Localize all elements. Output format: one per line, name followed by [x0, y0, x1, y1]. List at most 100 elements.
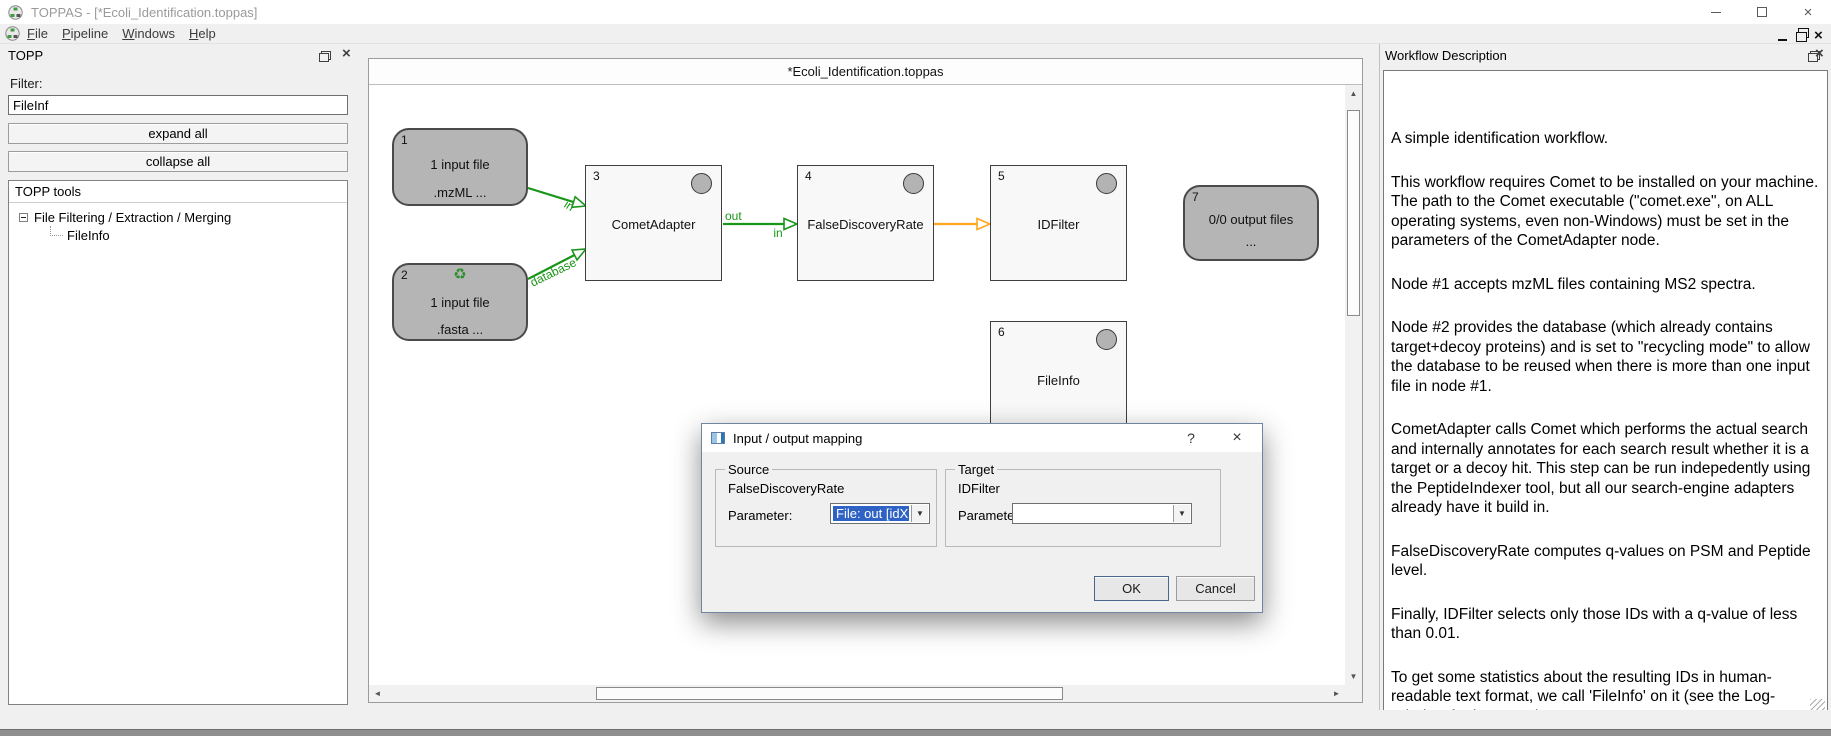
tree-child-label: FileInfo — [67, 227, 110, 243]
window-close-button[interactable]: × — [1785, 0, 1831, 24]
right-dock-divider[interactable] — [1379, 44, 1380, 717]
source-groupbox: Source FalseDiscoveryRate Parameter: Fil… — [715, 462, 937, 547]
menu-help[interactable]: Help — [188, 26, 216, 41]
source-parameter-value: File: out [idXML] — [833, 506, 909, 521]
canvas-vertical-scrollbar[interactable]: ▲ ▼ — [1345, 85, 1362, 685]
node-title: CometAdapter — [611, 217, 696, 232]
dialog-title: Input / output mapping — [733, 430, 863, 446]
window-minimize-button[interactable] — [1693, 0, 1739, 24]
vertical-scroll-thumb[interactable] — [1347, 110, 1360, 316]
horizontal-scroll-thumb[interactable] — [596, 687, 1063, 700]
mdi-minimize-button[interactable] — [1776, 28, 1791, 42]
dialog-help-button[interactable]: ? — [1187, 430, 1195, 446]
node-title: 1 input file — [430, 295, 490, 310]
node-number: 7 — [1192, 190, 1199, 204]
io-mapping-dialog: Input / output mapping ? × Source FalseD… — [701, 423, 1263, 613]
canvas-horizontal-scrollbar[interactable]: ◄ ► — [369, 685, 1345, 702]
mdi-restore-icon — [1795, 28, 1810, 42]
target-groupbox: Target IDFilter Parameter: ▼ — [945, 462, 1221, 547]
maximize-icon — [1757, 7, 1767, 17]
mdi-restore-button[interactable] — [1795, 28, 1810, 42]
node-status-icon — [1096, 173, 1117, 194]
edge-fdr-to-idfilter[interactable] — [933, 217, 993, 231]
node-title: 0/0 output files — [1208, 212, 1294, 227]
edge-label-out: out — [725, 209, 742, 223]
node-status-icon — [1096, 329, 1117, 350]
titlebar: TOPPAS - [*Ecoli_Identification.toppas] … — [0, 0, 1831, 24]
topp-tools-header: TOPP tools — [9, 181, 347, 203]
topp-tools-tree: TOPP tools File Filtering / Extraction /… — [8, 180, 348, 705]
node-title: FalseDiscoveryRate — [807, 217, 924, 232]
mdi-window-controls: × — [1776, 26, 1829, 44]
node-input-mzml[interactable]: 1 1 input file .mzML ... — [392, 128, 528, 206]
node-title: FileInfo — [1037, 373, 1080, 388]
node-subtitle: ... — [1245, 234, 1257, 249]
collapse-all-button[interactable]: collapse all — [8, 151, 348, 172]
dialog-icon — [711, 432, 725, 444]
node-number: 1 — [401, 133, 408, 147]
chevron-down-icon[interactable]: ▼ — [911, 505, 928, 522]
description-paragraph: A simple identification workflow. — [1391, 130, 1609, 147]
scroll-up-icon[interactable]: ▲ — [1345, 85, 1362, 102]
node-cometadapter[interactable]: 3 CometAdapter — [585, 165, 722, 281]
topp-dock-title: TOPP — [8, 48, 44, 63]
dialog-close-icon[interactable]: × — [1232, 429, 1242, 446]
cancel-button[interactable]: Cancel — [1176, 576, 1255, 601]
document-icon — [5, 26, 20, 41]
edges-layer: in database out in — [527, 186, 993, 290]
app-icon — [8, 4, 23, 20]
node-falsediscoveryrate[interactable]: 4 FalseDiscoveryRate — [797, 165, 934, 281]
source-tool-name: FalseDiscoveryRate — [728, 481, 845, 496]
scrollbar-corner — [1345, 685, 1362, 702]
description-dock-close-button[interactable]: × — [1815, 45, 1824, 62]
expand-all-button[interactable]: expand all — [8, 123, 348, 144]
topp-dock-float-button[interactable] — [319, 51, 331, 62]
scroll-left-icon[interactable]: ◄ — [369, 685, 386, 702]
filter-input[interactable] — [8, 95, 348, 115]
node-input-fasta[interactable]: 2 ♻ 1 input file .fasta ... — [392, 263, 528, 341]
node-number: 2 — [401, 268, 408, 282]
menu-file[interactable]: File — [27, 26, 48, 41]
scroll-down-icon[interactable]: ▼ — [1345, 668, 1362, 685]
statusbar — [0, 710, 1831, 729]
edge-input2-to-cometadapter[interactable]: database — [527, 248, 588, 290]
description-paragraph: Finally, IDFilter selects only those IDs… — [1391, 605, 1798, 643]
node-number: 3 — [593, 169, 600, 183]
ok-button[interactable]: OK — [1094, 576, 1169, 601]
collapse-expander-icon[interactable] — [19, 212, 28, 222]
edge-label-database: database — [528, 255, 579, 289]
source-parameter-label: Parameter: — [728, 508, 793, 523]
source-parameter-combobox[interactable]: File: out [idXML] ▼ — [830, 503, 930, 524]
close-icon: × — [1803, 3, 1813, 21]
edge-input1-to-cometadapter[interactable]: in — [527, 186, 588, 214]
edge-cometadapter-to-fdr[interactable]: out in — [723, 209, 800, 240]
description-dock-float-button[interactable] — [1807, 51, 1820, 62]
menubar: File Pipeline Windows Help — [0, 24, 1831, 44]
description-paragraph: Node #1 accepts mzML files containing MS… — [1391, 275, 1756, 293]
menu-windows[interactable]: Windows — [122, 26, 175, 41]
node-fileinfo[interactable]: 6 FileInfo — [990, 321, 1127, 437]
scroll-right-icon[interactable]: ► — [1328, 685, 1345, 702]
node-subtitle: .fasta ... — [436, 322, 484, 337]
description-paragraph: This workflow requires Comet to be insta… — [1391, 173, 1819, 250]
mdi-close-button[interactable]: × — [1814, 27, 1829, 44]
menu-pipeline[interactable]: Pipeline — [61, 26, 109, 41]
node-title: 1 input file — [430, 157, 490, 172]
window-maximize-button[interactable] — [1739, 0, 1785, 24]
tree-item-fileinfo[interactable]: FileInfo — [9, 226, 347, 244]
topp-dock-close-button[interactable]: × — [342, 45, 351, 62]
filter-label: Filter: — [10, 76, 43, 91]
node-output-files[interactable]: 7 0/0 output files ... — [1183, 185, 1319, 261]
target-parameter-combobox[interactable]: ▼ — [1012, 503, 1192, 524]
node-number: 5 — [998, 169, 1005, 183]
minimize-icon — [1711, 11, 1721, 13]
tree-item-file-filtering[interactable]: File Filtering / Extraction / Merging — [9, 208, 347, 226]
node-idfilter[interactable]: 5 IDFilter — [990, 165, 1127, 281]
node-status-icon — [691, 173, 712, 194]
mdi-close-icon: × — [1814, 27, 1823, 44]
mdi-minimize-icon — [1778, 39, 1787, 41]
workflow-description-text[interactable]: A simple identification workflow. This w… — [1383, 70, 1828, 717]
description-paragraph: Node #2 provides the database (which alr… — [1391, 319, 1810, 395]
chevron-down-icon[interactable]: ▼ — [1173, 505, 1190, 522]
workflow-description-title: Workflow Description — [1385, 48, 1507, 63]
